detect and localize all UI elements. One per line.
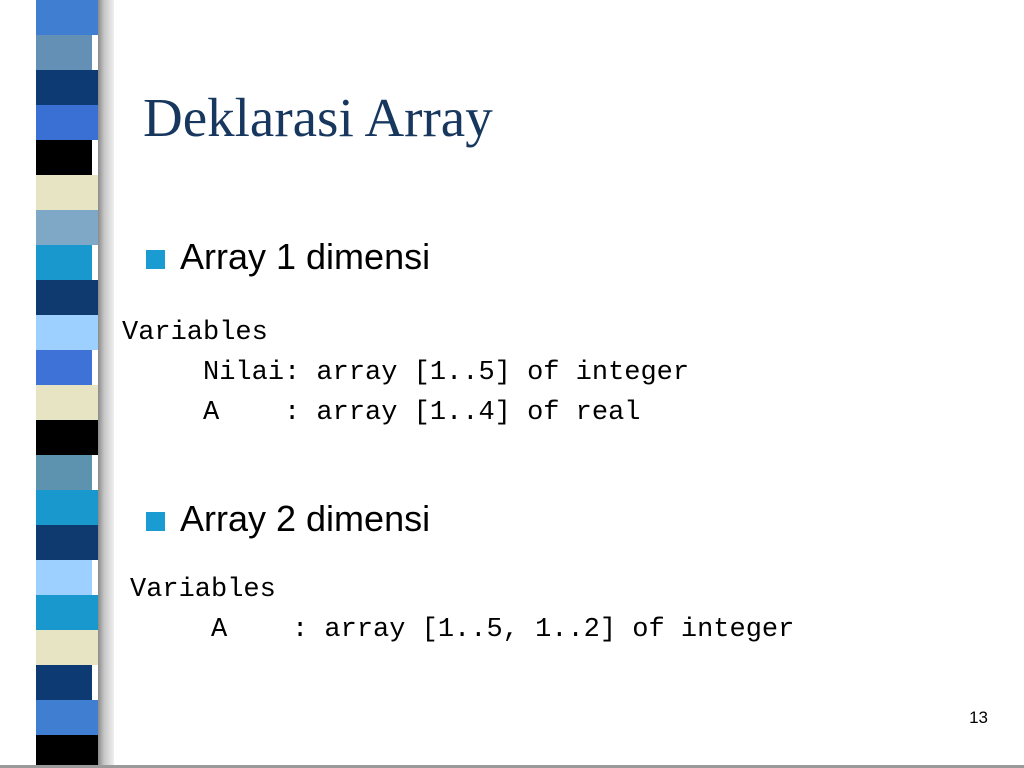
- stripe-band: [36, 140, 92, 175]
- stripe-band: [36, 455, 92, 490]
- stripe-band: [36, 385, 98, 420]
- stripe-band: [36, 280, 98, 315]
- code-line: Nilai: array [1..5] of integer: [122, 358, 690, 388]
- stripe-band: [36, 735, 98, 768]
- code-line: A : array [1..5, 1..2] of integer: [130, 615, 795, 645]
- code-line: Variables: [130, 575, 276, 605]
- stripe-band: [36, 105, 98, 140]
- stripe-band: [36, 525, 98, 560]
- stripe-band: [36, 70, 98, 105]
- stripe-band: [36, 175, 98, 210]
- stripe-band: [36, 315, 98, 350]
- stripe-band: [36, 245, 92, 280]
- square-bullet-icon: [146, 512, 165, 531]
- bullet-heading: Array 1 dimensi: [180, 236, 431, 277]
- bullet-heading: Array 2 dimensi: [180, 498, 431, 539]
- slide-title: Deklarasi Array: [143, 87, 493, 148]
- stripe-band: [36, 700, 98, 735]
- stripe-band: [36, 490, 98, 525]
- stripe-band: [36, 210, 98, 245]
- code-line: A : array [1..4] of real: [122, 398, 641, 428]
- square-bullet-icon: [146, 250, 165, 269]
- stripe-band: [36, 630, 98, 665]
- stripe-band: [36, 350, 92, 385]
- stripe-band: [36, 665, 92, 700]
- decorative-stripe: [36, 0, 98, 768]
- stripe-band: [36, 35, 92, 70]
- stripe-band: [36, 595, 98, 630]
- code-line: Variables: [122, 318, 268, 348]
- stripe-band: [36, 420, 98, 455]
- bottom-border-line: [0, 765, 1024, 768]
- code-block-2d: Variables A : array [1..5, 1..2] of inte…: [130, 570, 794, 650]
- stripe-band: [36, 560, 92, 595]
- stripe-band: [36, 0, 98, 35]
- page-number: 13: [969, 708, 988, 727]
- stripe-shadow: [98, 0, 114, 768]
- code-block-1d: Variables Nilai: array [1..5] of integer…: [122, 313, 689, 433]
